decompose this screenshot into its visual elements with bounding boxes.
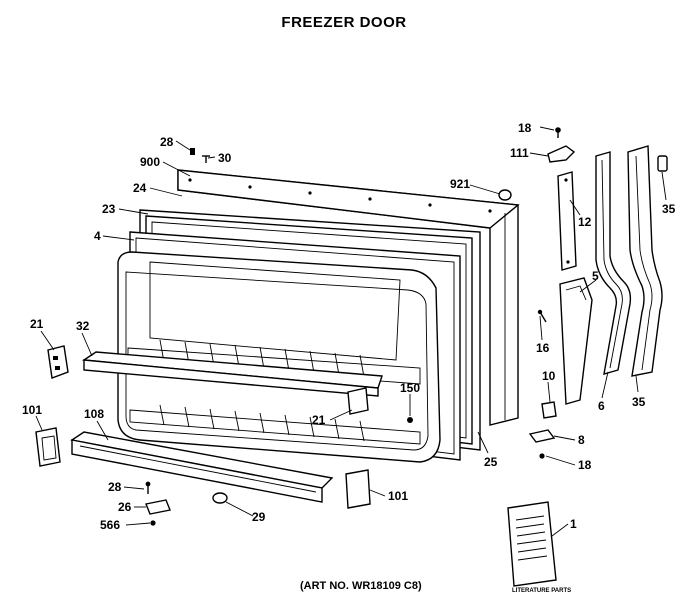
bumper-10 [541,401,557,419]
label-150: 150 [400,381,420,395]
screw-18-top [555,127,561,138]
label-101-left: 101 [22,403,42,417]
label-101-right: 101 [388,489,408,503]
hinge-cap-111 [547,145,576,163]
label-10: 10 [542,369,556,383]
plug-29 [212,492,228,504]
label-18-top: 18 [518,121,532,135]
screw-16 [537,309,547,323]
label-900: 900 [140,155,160,169]
manual-label: LITERATURE PARTS [512,588,571,594]
label-35-top: 35 [662,202,676,216]
screw-28-top [190,148,195,155]
hinge-5 [559,277,593,405]
inner-door-liner [117,251,441,463]
label-21-left: 21 [30,317,44,331]
door-bar [81,351,383,397]
label-35-bottom: 35 [632,395,646,409]
stop-8 [528,429,556,443]
screw-150 [407,417,413,423]
label-4: 4 [94,229,101,243]
label-921: 921 [450,177,470,191]
end-cap-101-right [345,469,371,509]
hinge-bracket-12 [557,171,577,271]
label-5: 5 [592,269,599,283]
label-28-top: 28 [160,135,174,149]
label-111: 111 [510,146,529,160]
label-23: 23 [102,202,116,216]
label-16: 16 [536,341,550,355]
outer-door-panel [177,169,520,426]
label-1: 1 [570,517,577,531]
label-566: 566 [100,518,120,532]
label-32: 32 [76,319,90,333]
screw-566 [150,520,156,526]
label-25: 25 [484,455,498,469]
label-21-right: 21 [312,413,326,427]
hinge-plate-26 [145,499,171,515]
parts-manual [507,501,557,587]
handle-strip-6 [595,151,632,375]
label-26: 26 [118,500,132,514]
label-29: 29 [252,510,266,524]
bar-end-cap-right [347,387,369,415]
label-30: 30 [218,151,232,165]
end-cap-101-left [35,427,61,467]
label-6: 6 [598,399,605,413]
screw-18-bottom [539,453,545,459]
art-number: (ART NO. WR18109 C8) [300,580,422,592]
screw-30 [202,155,210,163]
label-108: 108 [84,407,104,421]
screw-28-lower [145,481,151,494]
diagram-title: FREEZER DOOR [281,14,407,31]
label-18-bottom: 18 [578,458,592,472]
label-28-lower: 28 [108,480,122,494]
plug-921 [498,189,512,201]
label-8: 8 [578,433,585,447]
handle-trim-35 [627,145,663,377]
leader-lines [35,126,667,537]
label-24: 24 [133,181,147,195]
bar-end-cap-left [47,345,69,379]
lower-door-bar [70,431,334,503]
handle-cap-35 [657,155,668,172]
label-12: 12 [578,215,592,229]
